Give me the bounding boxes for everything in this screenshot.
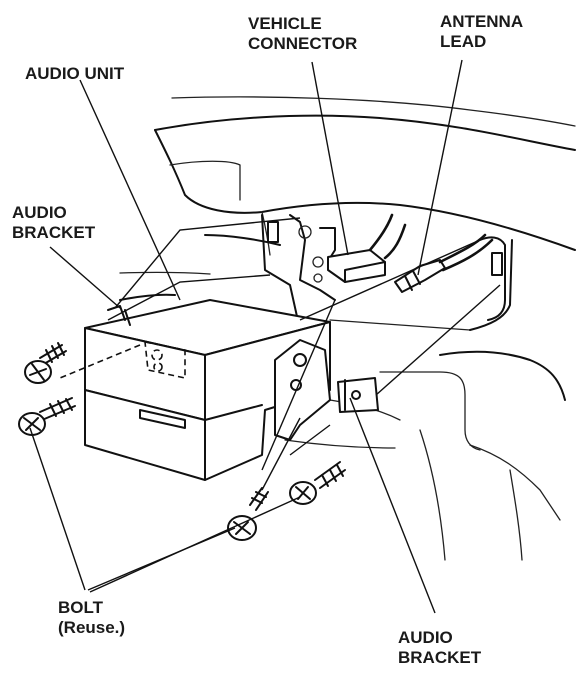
antenna-lead-label: ANTENNA LEAD [440, 12, 523, 52]
leader-antenna-lead [417, 59, 463, 276]
audio-bracket-right [274, 339, 379, 441]
vehicle-connector-label-line2: CONNECTOR [248, 34, 358, 53]
dash-mounting-frame [261, 214, 506, 331]
audio-bracket-right-label-line1: AUDIO [398, 628, 453, 647]
vehicle-connector-label: VEHICLE CONNECTOR [248, 14, 357, 54]
leader-audio-bracket-right [349, 397, 436, 614]
bolt-1 [24, 342, 67, 384]
bolt-label-line2: (Reuse.) [58, 618, 126, 637]
audio-bracket-right-label-line2: BRACKET [398, 648, 482, 667]
vehicle-connector-label-line1: VEHICLE [248, 14, 322, 33]
antenna-lead-label-line2: LEAD [440, 32, 487, 51]
leader-vehicle-connector [311, 61, 349, 256]
leader-lines [29, 59, 463, 614]
audio-bracket-left-label: AUDIO BRACKET [12, 203, 95, 243]
leader-audio-bracket-left [49, 246, 121, 309]
audio-unit-label-text: AUDIO UNIT [25, 64, 125, 83]
dashboard-outline [119, 96, 576, 561]
bolt-label: BOLT (Reuse.) [58, 598, 125, 638]
leader-bolt-3 [89, 496, 301, 593]
hidden-bracket-outline [59, 341, 186, 379]
audio-bracket-left-label-line1: AUDIO [12, 203, 67, 222]
bolt-label-line1: BOLT [58, 598, 104, 617]
audio-unit-label: AUDIO UNIT [25, 64, 124, 84]
leader-bolt-1 [29, 427, 86, 591]
bolt-3 [227, 487, 269, 541]
audio-bracket-left-label-line2: BRACKET [12, 223, 96, 242]
vehicle-connector [327, 213, 407, 283]
guide-lines [107, 217, 501, 491]
antenna-lead-label-line1: ANTENNA [440, 12, 524, 31]
bolt-2 [18, 397, 76, 436]
audio-bracket-right-label: AUDIO BRACKET [398, 628, 481, 668]
antenna-lead [394, 233, 494, 293]
leader-audio-unit [79, 79, 181, 301]
